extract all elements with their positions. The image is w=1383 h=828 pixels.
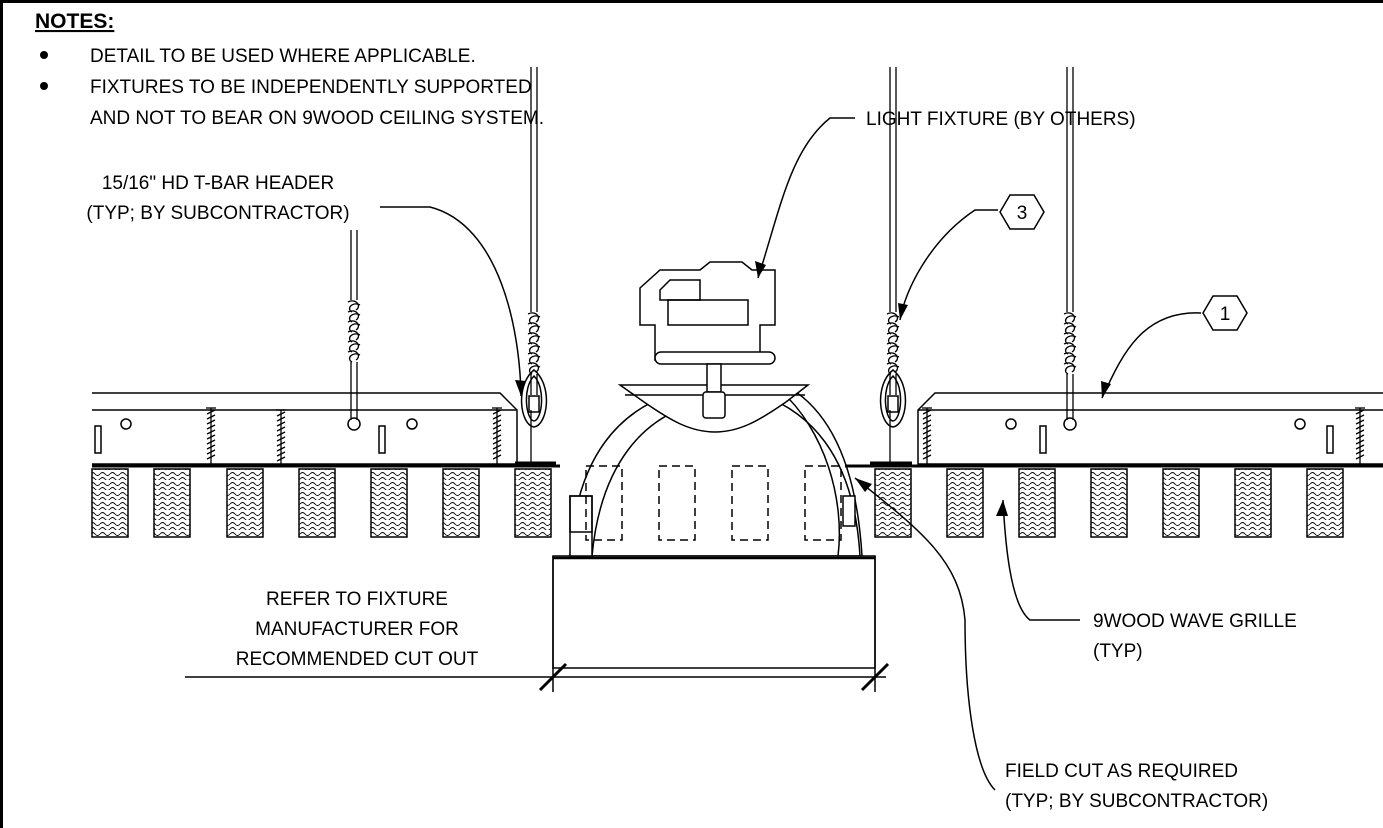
field-cut-label-line-1: FIELD CUT AS REQUIRED	[1005, 761, 1238, 782]
wood-slat	[442, 468, 480, 538]
screw-icon	[492, 407, 502, 466]
leader-arrows	[515, 261, 1111, 516]
wood-slat	[153, 468, 191, 538]
bullet-icon	[40, 51, 48, 59]
screw-icon	[1355, 407, 1365, 466]
grille-label-line-2: (TYP)	[1093, 641, 1143, 662]
note-1: DETAIL TO BE USED WHERE APPLICABLE.	[90, 46, 476, 67]
screws	[206, 407, 1365, 466]
callout-3: 3	[999, 194, 1045, 230]
callout-3-label: 3	[1017, 203, 1028, 224]
refer-label-line-1: REFER TO FIXTURE	[266, 589, 448, 610]
field-cut-label-line-2: (TYP; BY SUBCONTRACTOR)	[1005, 791, 1268, 812]
callout-1: 1	[1202, 295, 1248, 331]
screw-icon	[206, 407, 216, 466]
wood-slat	[874, 468, 912, 538]
header-label-line-2: (TYP; BY SUBCONTRACTOR)	[86, 203, 349, 224]
wood-slat	[1306, 468, 1344, 538]
wood-slat	[370, 468, 408, 538]
light-fixture	[552, 261, 876, 669]
notes-block: NOTES: DETAIL TO BE USED WHERE APPLICABL…	[35, 10, 544, 129]
refer-label-line-2: MANUFACTURER FOR	[255, 619, 459, 640]
wire-twist-icon	[886, 312, 900, 375]
right-main-runner	[845, 392, 1383, 468]
notes-title: NOTES:	[35, 10, 114, 33]
wire-twist-icon	[347, 300, 361, 363]
fixture-lamps	[585, 465, 842, 541]
wood-slat	[946, 468, 984, 538]
bullet-icon	[40, 82, 48, 90]
note-2-line-2: AND NOT TO BEAR ON 9WOOD CEILING SYSTEM.	[90, 108, 544, 129]
wire-twists	[347, 300, 1077, 375]
wire-twist-icon	[527, 312, 541, 375]
callout-1-label: 1	[1220, 304, 1231, 325]
wire-twist-icon	[1063, 312, 1077, 375]
wood-slat	[1090, 468, 1128, 538]
wood-slats	[91, 468, 1344, 538]
screw-icon	[922, 407, 932, 466]
screw-icon	[276, 409, 286, 466]
refer-label-line-3: RECOMMENDED CUT OUT	[236, 649, 479, 670]
wood-slat	[514, 468, 552, 538]
wood-slat	[226, 468, 264, 538]
wood-slat	[1234, 468, 1272, 538]
light-fixture-label: LIGHT FIXTURE (BY OTHERS)	[866, 109, 1136, 130]
wood-slat	[1018, 468, 1056, 538]
wood-slat	[298, 468, 336, 538]
left-main-runner	[92, 392, 560, 468]
note-2-line-1: FIXTURES TO BE INDEPENDENTLY SUPPORTED	[90, 77, 532, 98]
wood-slat	[1162, 468, 1200, 538]
leader-lines	[380, 117, 1202, 791]
header-label-line-1: 15/16" HD T-BAR HEADER	[102, 173, 334, 194]
cutout-dimension	[185, 556, 890, 692]
wood-slat	[91, 468, 129, 538]
runner-slots	[94, 418, 1334, 454]
grille-label-line-1: 9WOOD WAVE GRILLE	[1093, 611, 1297, 632]
